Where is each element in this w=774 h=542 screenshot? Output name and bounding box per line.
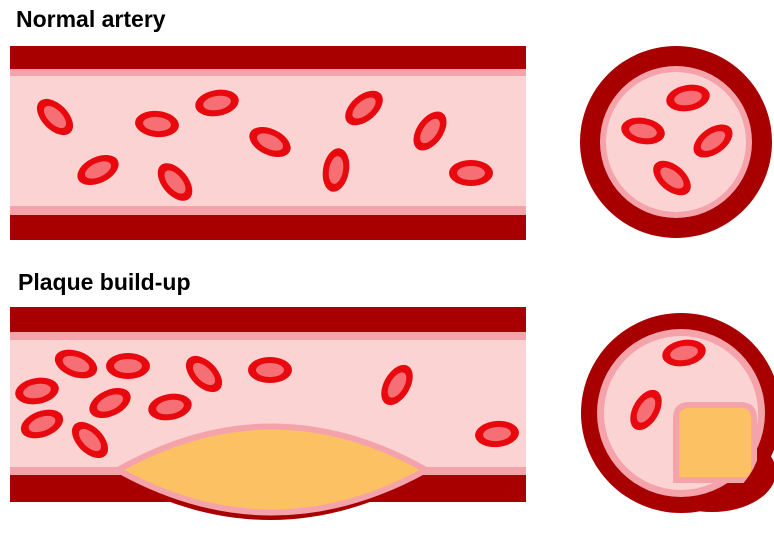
top-wall bbox=[10, 46, 526, 69]
red-blood-cell-icon bbox=[106, 353, 150, 379]
red-blood-cell-icon bbox=[449, 160, 493, 186]
plaque-artery-cross-section bbox=[581, 313, 774, 513]
plaque-deposit bbox=[676, 405, 754, 480]
bottom-intima bbox=[10, 206, 526, 215]
normal-artery-cross-section bbox=[580, 46, 772, 238]
red-blood-cell-icon bbox=[248, 357, 292, 383]
plaque-artery-longitudinal bbox=[10, 307, 526, 520]
top-intima bbox=[10, 69, 526, 76]
top-wall bbox=[10, 307, 526, 332]
bottom-wall bbox=[10, 215, 526, 240]
top-intima bbox=[10, 332, 526, 340]
